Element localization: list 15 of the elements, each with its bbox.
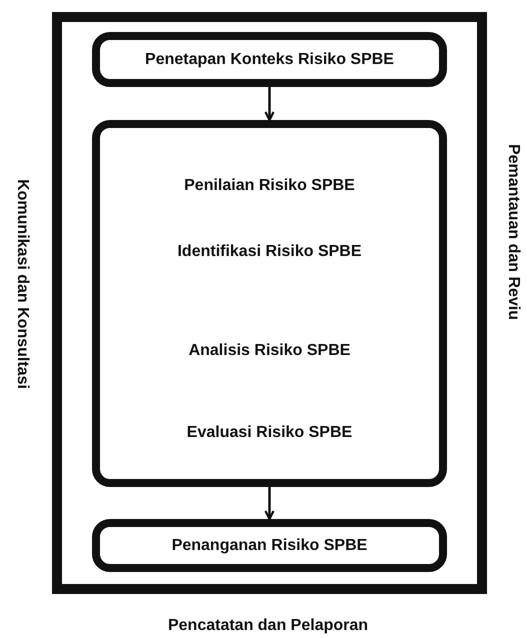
side-label: Pemantauan dan Reviu <box>504 144 523 320</box>
arrow <box>264 87 275 122</box>
frame-box <box>52 12 487 594</box>
arrow <box>264 487 275 520</box>
process-box <box>92 32 447 87</box>
side-label: Komunikasi dan Konsultasi <box>13 179 32 389</box>
step-label: Penetapan Konteks Risiko SPBE <box>144 50 395 70</box>
process-box <box>92 519 447 572</box>
side-label: Pencatatan dan Pelaporan <box>168 616 368 636</box>
group-heading: Penilaian Risiko SPBE <box>183 176 356 196</box>
step-label: Penanganan Risiko SPBE <box>170 536 368 556</box>
process-group-box <box>92 120 447 487</box>
step-label: Analisis Risiko SPBE <box>188 341 352 361</box>
step-label: Identifikasi Risiko SPBE <box>176 242 363 262</box>
step-label: Evaluasi Risiko SPBE <box>186 423 354 443</box>
